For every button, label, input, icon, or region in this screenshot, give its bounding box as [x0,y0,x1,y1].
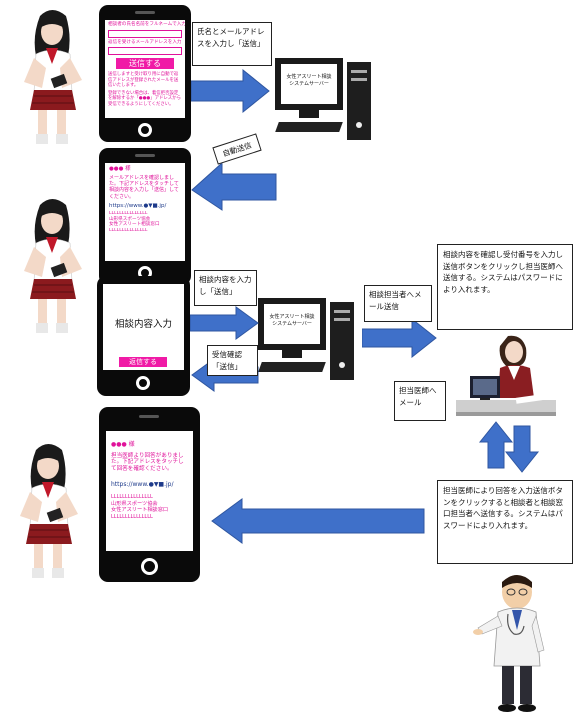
phone-registration: 相談者の氏名名前をフルネームで入力 返信を受けるメールアドレスを入力 送信する … [99,5,191,142]
reply-button[interactable]: 返信する [119,357,167,367]
arrow-staff-to-doctor [478,421,514,469]
confirmation-message: メールアドレスを確認しました。下記アドレスをタッチして相談内容を入力し「送信」し… [109,174,179,200]
label-to-staff: 相談担当者へメール送信 [364,285,432,322]
phone-answer-notice: ●●● 様 担当医師より回答がありました。下記アドレスをタッチして回答を確認くだ… [99,407,200,582]
server-screen: 女性アスリート相談 システムサーバー [264,304,320,344]
athlete-figure-3 [20,444,78,578]
label-receipt-confirm: 受信確認「送信」 [207,345,258,376]
separator-lines-2: LLLLLLLLLLLLLLL [109,228,148,234]
separator-lines: LLLLLLLLLLLLLLL [109,210,148,216]
server-name-line1: 女性アスリート相談 [269,314,315,320]
server-name-line1: 女性アスリート相談 [286,74,332,80]
blocking-note: 登録できない場合は、着信拒否設定を解除するか「●●●」アドレスから受信できるよう… [108,90,181,107]
answer-url-link[interactable]: https://www.●▼■.jp/ [111,481,174,489]
pc-tower [347,62,371,140]
keyboard [275,122,343,132]
home-button[interactable] [138,123,152,137]
name-input[interactable] [108,29,182,38]
server-computer-1: 女性アスリート相談 システムサーバー [275,58,375,150]
phone-consult-input: 相談内容入力 返信する [97,276,190,396]
label-auto-send: 自動送信 [212,133,262,165]
org-name: 山形県スポーツ協会 [109,216,151,222]
label-consult-input: 相談内容を入力し「送信」 [194,270,257,306]
server-name-line2: システムサーバー [272,321,312,327]
phone-registration-screen: 相談者の氏名名前をフルネームで入力 返信を受けるメールアドレスを入力 送信する … [105,20,185,118]
recipient-name: ●●● 様 [109,166,131,172]
phone-confirmation: ●●● 様 メールアドレスを確認しました。下記アドレスをタッチして相談内容を入力… [99,148,191,285]
org-desk: 女性アスリート相談窓口 [111,507,169,514]
athlete-figure-2 [24,199,82,333]
email-input-label: 返信を受けるメールアドレスを入力 [108,39,182,45]
consult-title: 相談内容入力 [114,319,172,330]
server-name-line2: システムサーバー [289,81,329,87]
server-computer-2: 女性アスリート相談 システムサーバー [258,298,358,390]
email-input[interactable] [108,47,182,56]
auto-reply-note: 送信しますと受け取り用に自動で返信アドレスが登録されたメールを送信いたします。 [108,72,179,89]
separator-lines: LLLLLLLLLLLLLLL [111,494,153,501]
pc-tower [330,302,354,380]
phone-answer-screen: ●●● 様 担当医師より回答がありました。下記アドレスをタッチして回答を確認くだ… [106,431,193,551]
label-doctor-description: 担当医師により回答を入力送信ボタンをクリックすると相談者と相談窓口担当者へ送信す… [437,480,573,564]
org-desk: 女性アスリート相談窓口 [109,222,160,228]
separator-lines-2: LLLLLLLLLLLLLLL [111,513,153,520]
keyboard [258,362,326,372]
answer-message: 担当医師より回答がありました。下記アドレスをタッチして回答を確認ください。 [111,452,184,473]
name-input-label: 相談者の氏名名前をフルネームで入力 [108,22,185,27]
recipient-name: ●●● 様 [111,441,135,448]
arrow-answer-notice [211,498,425,544]
phone-consult-screen: 相談内容入力 返信する [103,284,184,370]
label-to-doctor: 担当医師へメール [394,381,446,421]
label-name-email: 氏名とメールアドレスを入力し「送信」 [192,22,272,66]
home-button[interactable] [141,558,158,575]
doctor-figure [473,575,545,712]
arrow-to-server-2 [190,306,259,340]
send-button[interactable]: 送信する [116,58,174,70]
arrow-doctor-to-staff [504,425,540,473]
arrow-auto-send [191,162,277,211]
org-name: 山形県スポーツ協会 [111,500,158,507]
home-button[interactable] [136,376,150,390]
arrow-to-server-1 [191,68,270,114]
consult-staff-figure [456,335,556,416]
athlete-figure-1 [24,10,82,144]
phone-confirmation-screen: ●●● 様 メールアドレスを確認しました。下記アドレスをタッチして相談内容を入力… [105,163,185,261]
server-screen: 女性アスリート相談 システムサーバー [281,64,337,104]
arrow-to-staff [362,318,437,358]
consult-url-link[interactable]: https://www.●▼■.jp/ [109,202,167,209]
label-staff-description: 相談内容を確認し受付番号を入力し送信ボタンをクリックし担当医師へ送信する。システ… [437,244,573,330]
